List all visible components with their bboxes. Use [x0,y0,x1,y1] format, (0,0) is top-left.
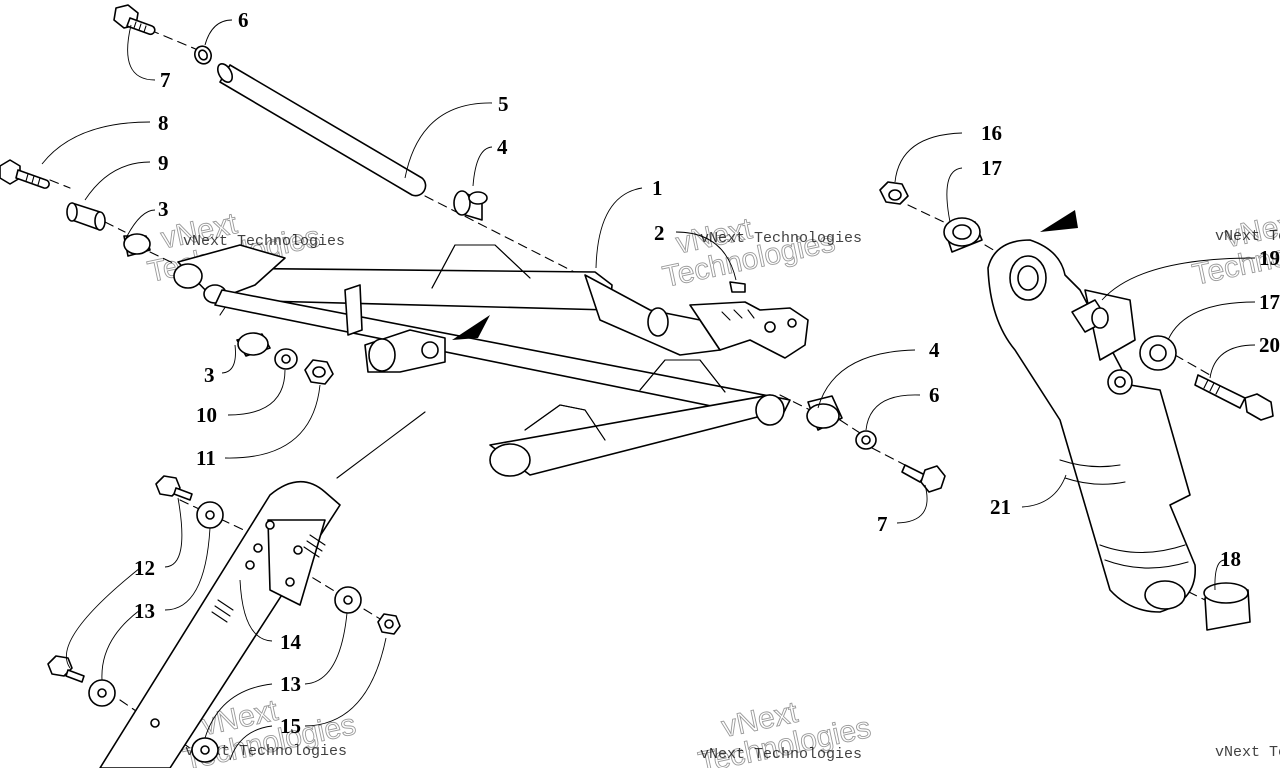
spacer-9 [66,202,106,231]
bushing-4-top [453,190,488,221]
callout-6-top: 6 [238,8,249,32]
callout-2: 2 [654,221,665,245]
washer-10 [274,348,298,370]
lock-washer-6-right [855,430,877,450]
callout-13-left: 13 [134,599,155,623]
callout-14: 14 [280,630,302,654]
watermark-small-1: vNext Technologies [183,233,345,250]
callout-10: 10 [196,403,217,427]
callout-labels: 1 2 3 3 4 4 5 6 6 7 7 8 9 10 11 12 13 13… [134,8,1280,738]
bolt-12-lower [47,655,85,683]
bushing-17-lower [1139,335,1177,371]
bushing-18 [1203,582,1251,631]
leader-lines [41,19,1256,761]
swing-arm-1 [173,244,809,477]
callout-8: 8 [158,111,169,135]
callout-3-lower: 3 [204,363,215,387]
shock-absorber-21 [987,239,1196,613]
bolt-20 [1194,374,1274,421]
nut-15 [377,613,401,635]
callout-19: 19 [1259,246,1280,270]
shaft-5 [216,63,427,197]
callout-18: 18 [1220,547,1241,571]
bushing-4-right [806,395,843,431]
nut-11 [304,359,334,385]
callout-6-right: 6 [929,383,940,407]
watermark-small-4: vNext Technologies [185,743,347,760]
lock-washer-6-top [194,45,212,65]
callout-7-top: 7 [160,68,171,92]
watermark-small-5: vNext Technologies [700,746,862,763]
washer-13-c [88,679,116,707]
watermark-small-6: vNext Technologies [1215,744,1280,761]
callout-12: 12 [134,556,155,580]
callout-4-top: 4 [497,135,508,159]
callout-5: 5 [498,92,509,116]
bushing-17-upper [943,217,983,253]
callout-1: 1 [652,176,663,200]
reference-arrow-left [452,315,490,340]
nut-16 [879,181,909,205]
washer-13-b [334,586,362,614]
callout-17-upper: 17 [981,156,1002,180]
callout-4-right: 4 [929,338,940,362]
callout-20: 20 [1259,333,1280,357]
bolt-12-upper [155,475,193,501]
washer-13-d [191,737,219,763]
bolt-8 [0,159,50,189]
limiter-strap-14 [99,480,341,768]
callout-16: 16 [981,121,1002,145]
callout-13-right: 13 [280,672,301,696]
bolt-7-top [113,4,156,36]
callout-7-right: 7 [877,512,888,536]
callout-21: 21 [990,495,1011,519]
bolt-7-right [901,464,946,493]
reference-arrow-right [1040,210,1078,232]
washer-13-a [196,501,224,529]
callout-11: 11 [196,446,216,470]
bushing-3-lower [236,332,271,357]
watermark-small-3: vNext Technologies [1215,228,1280,245]
bushing-3-upper [123,233,151,257]
callout-17-lower: 17 [1259,290,1280,314]
callout-9: 9 [158,151,169,175]
callout-15: 15 [280,714,301,738]
watermark-small-2: vNext Technologies [700,230,862,247]
callout-3-upper: 3 [158,197,169,221]
spacer-19 [1071,299,1109,333]
